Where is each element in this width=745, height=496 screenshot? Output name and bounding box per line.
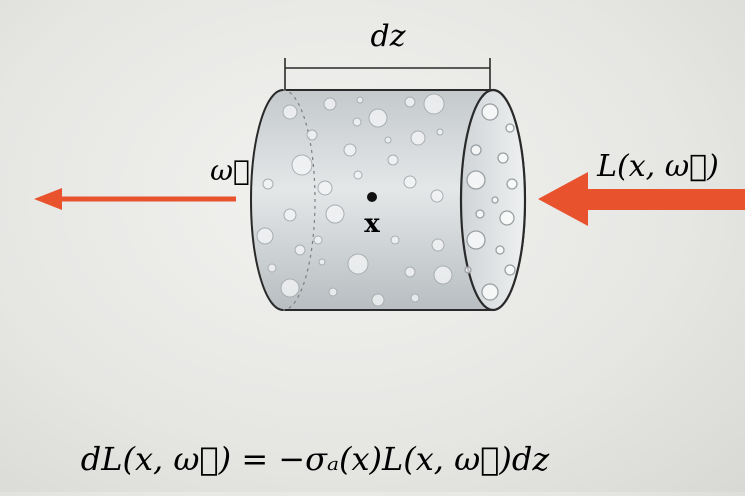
attenuation-equation: dL(x, ω⃗) = −σₐ(x)L(x, ω⃗)dz (81, 440, 551, 478)
participating-medium-cylinder: x (250, 88, 527, 312)
dz-bracket (284, 58, 491, 92)
dz-label: dz (370, 19, 405, 54)
point-x-dot (367, 192, 377, 202)
cap-particles (464, 103, 518, 301)
direction-arrow (34, 188, 236, 210)
omega-label: ω⃗ (210, 154, 250, 187)
point-x-label: x (364, 209, 380, 239)
medium-particles (256, 93, 453, 307)
incoming-radiance-arrow (538, 172, 745, 226)
radiance-label: L(x, ω⃗) (596, 149, 719, 184)
